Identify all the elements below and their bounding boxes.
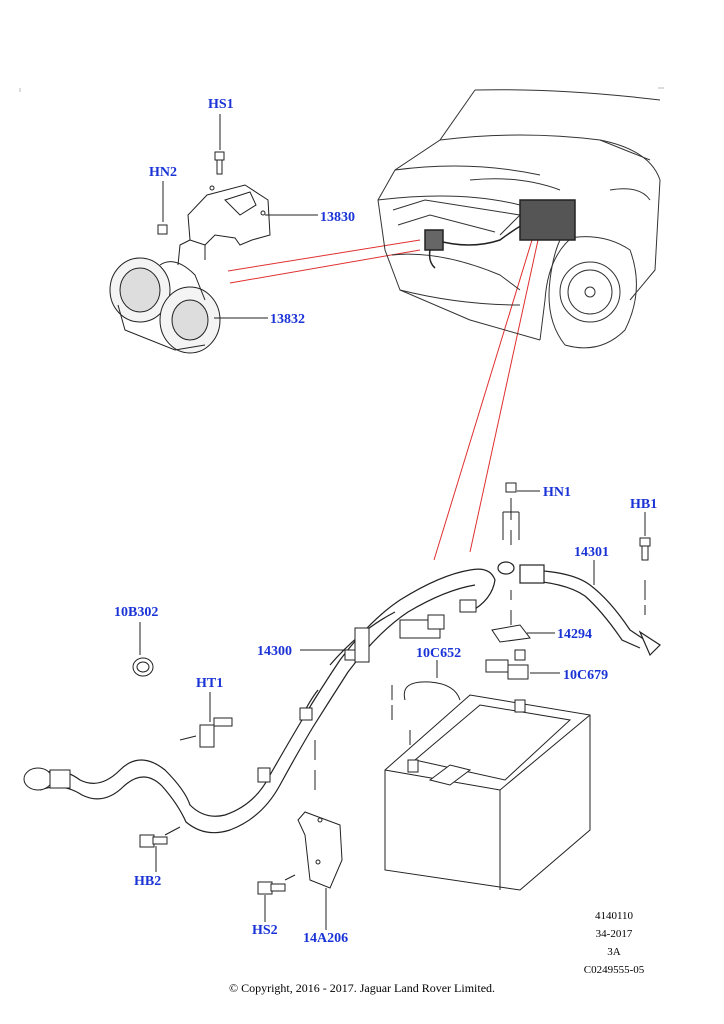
callout-10b302[interactable]: 10B302 bbox=[114, 605, 159, 620]
cable-end-terminal bbox=[23, 767, 71, 791]
horn-bracket bbox=[177, 184, 271, 266]
vehicle-harness bbox=[424, 199, 576, 269]
callout-hs2[interactable]: HS2 bbox=[252, 923, 278, 938]
hb2-bolt bbox=[139, 834, 168, 848]
callout-13830[interactable]: 13830 bbox=[320, 210, 355, 225]
battery bbox=[384, 694, 591, 891]
callout-hn2[interactable]: HN2 bbox=[149, 165, 177, 180]
hs2-bolt bbox=[257, 881, 286, 895]
bracket-14a206 bbox=[297, 811, 343, 889]
date-code: 34-2017 bbox=[595, 928, 633, 940]
callout-hb2[interactable]: HB2 bbox=[134, 874, 162, 889]
callout-hs1[interactable]: HS1 bbox=[208, 97, 234, 112]
callout-leaders bbox=[139, 114, 646, 930]
hs1-bolt bbox=[214, 151, 225, 175]
leader-guides bbox=[314, 498, 646, 790]
callout-hn1[interactable]: HN1 bbox=[543, 485, 571, 500]
reference-code: C0249555-05 bbox=[583, 964, 645, 976]
illustration-code: 4140110 bbox=[594, 910, 634, 922]
copyright-notice: © Copyright, 2016 - 2017. Jaguar Land Ro… bbox=[228, 981, 496, 995]
sensor-10c679 bbox=[485, 649, 529, 680]
callout-14301[interactable]: 14301 bbox=[574, 545, 609, 560]
callout-13832[interactable]: 13832 bbox=[270, 312, 305, 327]
projection-lines bbox=[227, 239, 539, 561]
harness-clips bbox=[257, 599, 477, 783]
bracket-14294 bbox=[491, 624, 531, 643]
ht1-sensor bbox=[199, 717, 233, 748]
callout-14294[interactable]: 14294 bbox=[557, 627, 592, 642]
revision-code: 3A bbox=[607, 946, 621, 958]
plug-10b302 bbox=[132, 657, 154, 677]
hb1-bolt bbox=[639, 537, 651, 561]
vehicle-front-view bbox=[377, 89, 661, 349]
hn1-nut bbox=[505, 482, 517, 493]
corner-marks bbox=[19, 87, 664, 92]
callout-ht1[interactable]: HT1 bbox=[196, 676, 224, 691]
callout-hb1[interactable]: HB1 bbox=[630, 497, 658, 512]
callout-14300[interactable]: 14300 bbox=[257, 644, 292, 659]
horn-assembly bbox=[109, 257, 221, 354]
main-harness-14300 bbox=[39, 568, 496, 834]
hn2-nut bbox=[157, 224, 168, 235]
cable-14301 bbox=[497, 561, 661, 657]
callout-10c679[interactable]: 10C679 bbox=[563, 668, 609, 683]
callout-14a206[interactable]: 14A206 bbox=[303, 931, 349, 946]
callout-10c652[interactable]: 10C652 bbox=[416, 646, 462, 661]
